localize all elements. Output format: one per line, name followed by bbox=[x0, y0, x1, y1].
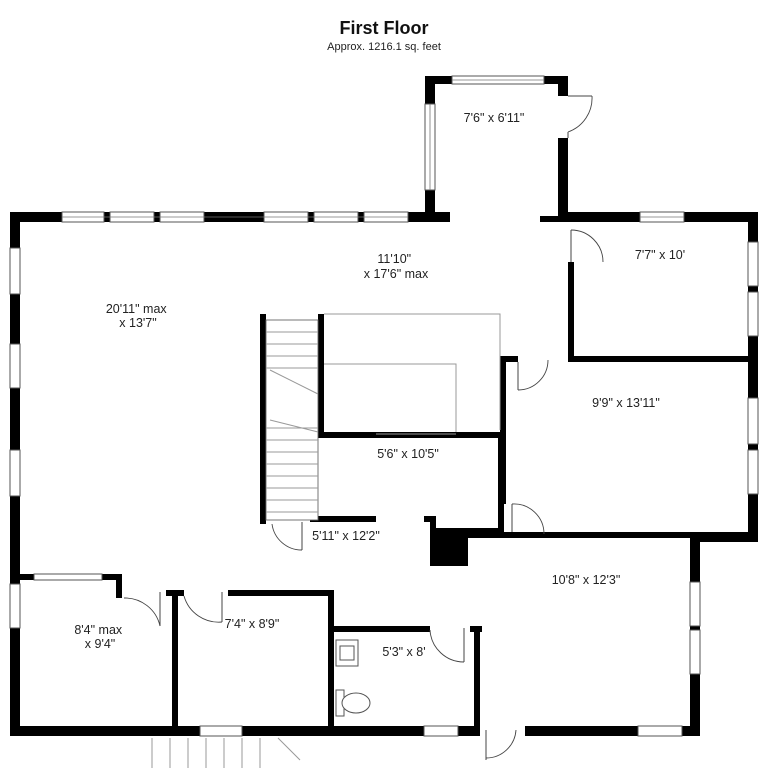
wall-bath-right bbox=[474, 626, 480, 730]
room-label-southwest-room: 8'4" max x 9'4" bbox=[74, 623, 125, 651]
window bbox=[9, 247, 21, 295]
wall-stair-bottom bbox=[310, 516, 376, 522]
wall-center-stub-v bbox=[430, 516, 436, 532]
room-label-southeast-room: 10'8" x 12'3" bbox=[552, 573, 621, 587]
staircase bbox=[265, 319, 319, 521]
doors bbox=[123, 95, 604, 760]
wall-stair-left bbox=[260, 314, 266, 524]
room-label-south-room: 7'4" x 8'9" bbox=[225, 617, 280, 631]
exterior-steps bbox=[151, 737, 301, 768]
window bbox=[747, 291, 759, 337]
wall-bath-top bbox=[334, 626, 430, 632]
window bbox=[747, 397, 759, 445]
landing-outline bbox=[324, 313, 501, 435]
bath-fixtures bbox=[335, 639, 371, 717]
wall-east-bottom bbox=[468, 532, 690, 538]
room-label-living-room: 20'11" max x 13'7" bbox=[106, 302, 170, 330]
wall-east-top-stub bbox=[500, 356, 518, 362]
wall-south-top bbox=[228, 590, 334, 596]
wall-center-top bbox=[310, 432, 506, 438]
door bbox=[429, 629, 465, 663]
window bbox=[637, 725, 683, 737]
wall-entry-stub bbox=[540, 216, 568, 222]
room-labels: 7'6" x 6'11" 11'10" x 17'6" max 20'11" m… bbox=[74, 111, 685, 659]
room-label-stair-closet: 5'11" x 12'2" bbox=[312, 529, 380, 543]
wall-stair-right bbox=[318, 314, 324, 432]
wall-center-bottom bbox=[430, 528, 504, 534]
window bbox=[199, 725, 243, 737]
wall-entry-right-lower bbox=[558, 138, 568, 222]
wall-entry-right-upper bbox=[558, 76, 568, 96]
room-label-center-room: 5'6" x 10'5" bbox=[377, 447, 439, 461]
wall-sw-top-stub bbox=[116, 574, 122, 598]
window bbox=[689, 629, 701, 675]
wall-bottom-right bbox=[525, 726, 700, 736]
wall-south-right bbox=[328, 590, 334, 730]
window bbox=[33, 573, 103, 581]
wall-sw-right bbox=[172, 590, 178, 730]
page-subtitle: Approx. 1216.1 sq. feet bbox=[327, 41, 441, 53]
wall-right-step bbox=[690, 532, 758, 542]
room-label-main-hall: 11'10" x 17'6" max bbox=[364, 252, 429, 281]
room-label-bathroom: 5'3" x 8' bbox=[382, 645, 425, 659]
window bbox=[689, 581, 701, 627]
room-label-northeast-room: 7'7" x 10' bbox=[635, 248, 685, 262]
window bbox=[9, 583, 21, 629]
room-label-east-room: 9'9" x 13'11" bbox=[592, 396, 660, 410]
door bbox=[123, 597, 161, 627]
window bbox=[747, 449, 759, 495]
wall-right-upper bbox=[748, 212, 758, 534]
wall-bottom-left bbox=[10, 726, 480, 736]
wall-east-left bbox=[500, 356, 506, 504]
wall-ne-bottom bbox=[568, 356, 758, 362]
chimney-block bbox=[430, 534, 468, 566]
windows bbox=[9, 75, 759, 737]
page-title: First Floor bbox=[340, 18, 429, 38]
window bbox=[747, 241, 759, 287]
door bbox=[485, 729, 517, 759]
room-label-entry-room: 7'6" x 6'11" bbox=[464, 111, 525, 125]
wall-ne-left bbox=[568, 262, 574, 362]
window bbox=[9, 343, 21, 389]
door bbox=[183, 595, 223, 623]
door bbox=[271, 523, 303, 551]
window bbox=[423, 725, 459, 737]
window bbox=[9, 449, 21, 497]
wall-center-right bbox=[498, 432, 504, 532]
